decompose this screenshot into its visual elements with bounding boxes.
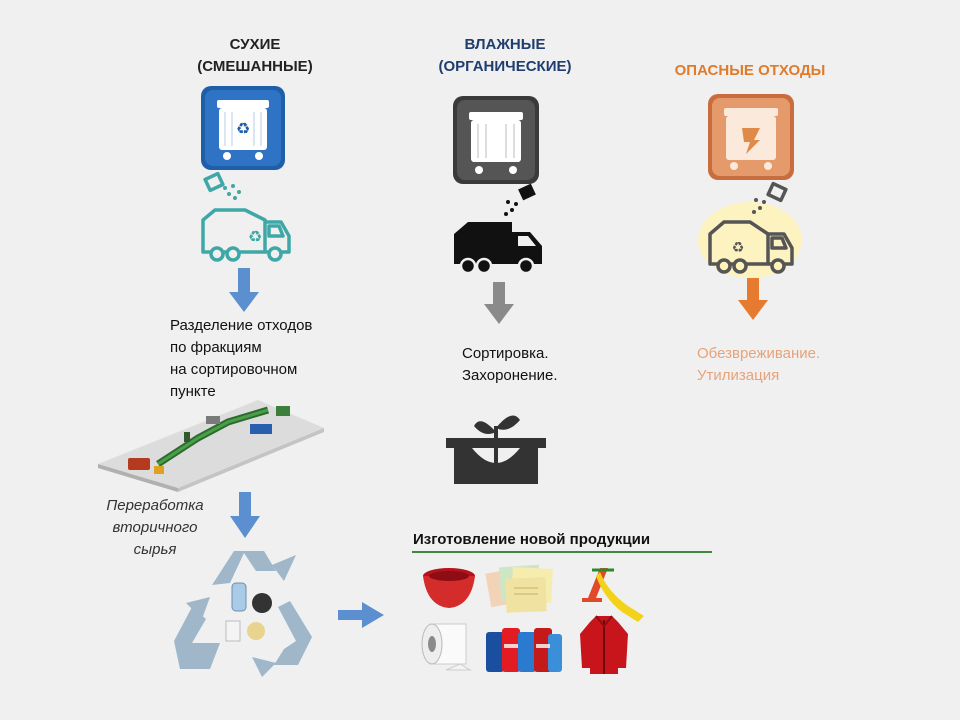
- wet-process-line2: Захоронение.: [462, 367, 558, 384]
- dry-sorting-line4: пункте: [170, 383, 216, 400]
- hazardous-waste-title: ОПАСНЫЕ ОТХОДЫ: [674, 62, 826, 79]
- product-bowl-image: [421, 566, 477, 612]
- product-slide-image: [578, 558, 648, 624]
- sorting-facility-image: [98, 392, 328, 492]
- hazardous-bin-icon: [708, 94, 794, 180]
- hazardous-process-line1: Обезвреживание.: [697, 345, 821, 362]
- dry-sorting-line2: по фракциям: [170, 339, 262, 356]
- dry-title-line1: СУХИЕ: [229, 36, 281, 53]
- wet-process-text: Сортировка. Захоронение.: [462, 343, 622, 387]
- dry-sorting-line1: Разделение отходов: [170, 317, 313, 334]
- dry-title-line2: (СМЕШАННЫЕ): [197, 58, 313, 75]
- product-jacket-image: [578, 612, 630, 676]
- recycling-line2: вторичного: [112, 519, 198, 536]
- dry-garbage-truck-icon: ♻: [195, 171, 295, 264]
- product-cans-image: [484, 622, 564, 676]
- to-products-arrow: [338, 602, 384, 628]
- product-toilet-paper-image: [420, 618, 472, 672]
- dry-down-arrow: [229, 268, 259, 314]
- landfill-sprout-icon: [446, 404, 546, 484]
- wet-title-line2: (ОРГАНИЧЕСКИЕ): [438, 58, 572, 75]
- hazardous-garbage-truck-icon: ♻: [698, 178, 802, 278]
- products-title: Изготовление новой продукции: [413, 531, 651, 548]
- svg-text:♻: ♻: [236, 119, 250, 138]
- dry-waste-title: СУХИЕ (СМЕШАННЫЕ): [170, 34, 340, 78]
- wet-bin-icon: [453, 96, 539, 184]
- product-paper-folders-image: [485, 560, 558, 618]
- recycling-line3: сырья: [133, 541, 177, 558]
- recycle-symbol-icon: [172, 545, 322, 685]
- dry-bin-icon: ♻: [201, 86, 285, 170]
- wet-waste-title: ВЛАЖНЫЕ (ОРГАНИЧЕСКИЕ): [415, 34, 595, 78]
- svg-text:♻: ♻: [248, 227, 262, 246]
- recycling-text: Переработка вторичного сырья: [95, 495, 215, 561]
- hazardous-down-arrow: [738, 278, 768, 322]
- hazardous-process-line2: Утилизация: [697, 367, 780, 384]
- wet-down-arrow: [484, 282, 514, 326]
- dry-sorting-line3: на сортировочном: [170, 361, 298, 378]
- recycling-line1: Переработка: [106, 497, 204, 514]
- wet-title-line1: ВЛАЖНЫЕ: [464, 36, 546, 53]
- recycling-down-arrow: [230, 492, 260, 540]
- dry-sorting-text: Разделение отходов по фракциям на сортир…: [170, 315, 370, 403]
- svg-text:♻: ♻: [732, 240, 745, 256]
- wet-process-line1: Сортировка.: [462, 345, 549, 362]
- wet-garbage-truck-icon: [450, 183, 546, 276]
- products-title-underline: [412, 551, 712, 553]
- hazardous-process-text: Обезвреживание. Утилизация: [697, 343, 877, 387]
